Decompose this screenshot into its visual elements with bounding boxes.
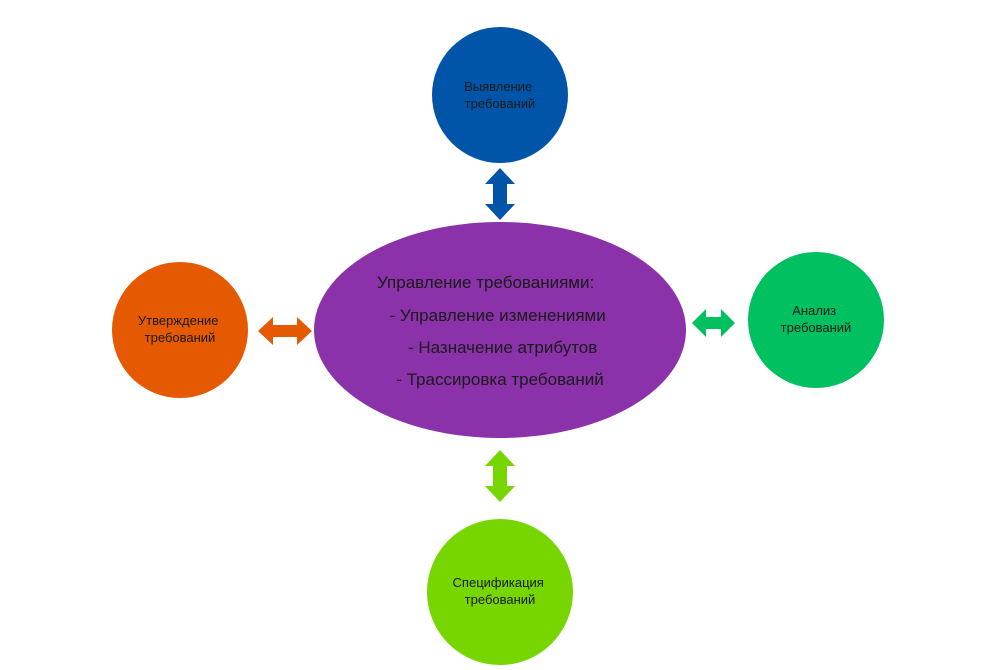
node-top: Выявление требований — [432, 27, 568, 163]
center-line1: Управление требованиями: — [377, 273, 594, 292]
svg-text:Управление требованиями:: Управление требованиями: - Управление из… — [377, 273, 610, 389]
node-bottom-circle — [427, 519, 573, 665]
node-bottom-line2: требований — [465, 592, 536, 607]
node-center-ellipse — [314, 222, 686, 438]
node-left-line1: Утверждение — [138, 313, 219, 328]
node-right-circle — [748, 252, 884, 388]
svg-text:Утверждение требований: Утверждение требований — [138, 313, 222, 345]
center-line3: - Назначение атрибутов — [408, 338, 597, 357]
svg-text:Анализ требований: Анализ требований — [781, 303, 852, 335]
arrow-left-double-icon — [258, 317, 312, 345]
center-line2: - Управление изменениями — [390, 306, 606, 325]
center-line4: - Трассировка требований — [396, 370, 604, 389]
node-right-line2: требований — [781, 320, 852, 335]
node-top-line2: требований — [465, 96, 536, 111]
svg-text:Спецификация требований: Спецификация требований — [453, 575, 548, 607]
arrow-top-double-icon — [485, 168, 515, 220]
arrow-right-double-icon — [692, 309, 735, 337]
node-right-line1: Анализ — [792, 303, 836, 318]
svg-text:Выявление требований: Выявление требований — [464, 79, 536, 111]
node-bottom-line1: Спецификация — [453, 575, 544, 590]
node-top-circle — [432, 27, 568, 163]
node-bottom: Спецификация требований — [427, 519, 573, 665]
node-top-line1: Выявление — [464, 79, 532, 94]
node-right: Анализ требований — [748, 252, 884, 388]
node-left: Утверждение требований — [112, 262, 248, 398]
arrow-bottom-double-icon — [485, 450, 515, 502]
node-left-circle — [112, 262, 248, 398]
node-left-line2: требований — [145, 330, 216, 345]
node-center: Управление требованиями: - Управление из… — [314, 222, 686, 438]
